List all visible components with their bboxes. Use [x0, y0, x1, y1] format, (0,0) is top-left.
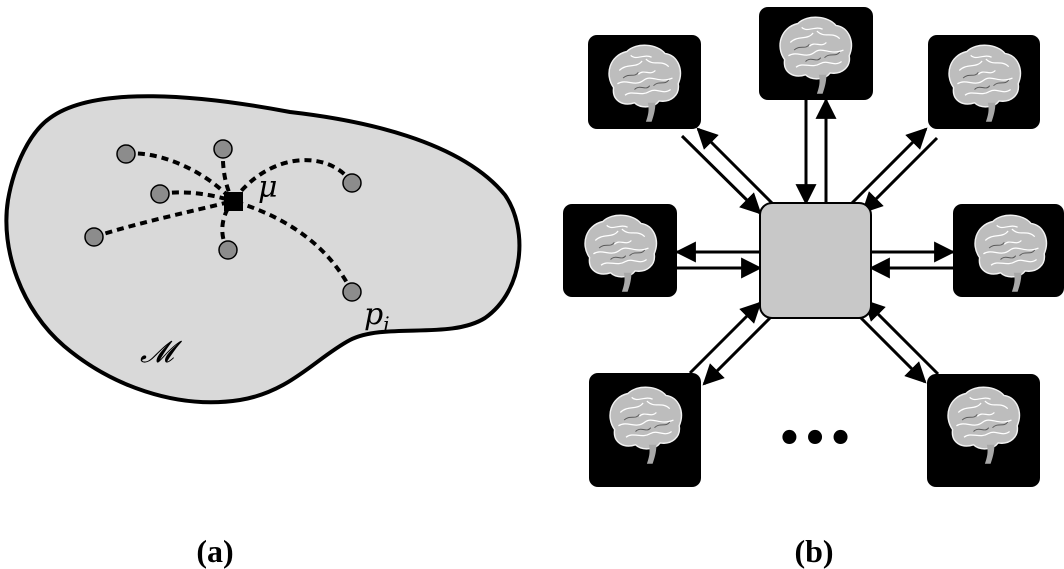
- geodesic-path: [125, 151, 235, 203]
- brain-tile-right: [953, 204, 1064, 297]
- brain-tile-top-left: [588, 35, 701, 129]
- point-label: pi: [364, 297, 390, 336]
- brain-tile-top: [759, 7, 873, 100]
- sample-point: [150, 184, 170, 204]
- brain-tile-left: [563, 204, 677, 297]
- geodesic-path: [93, 199, 234, 239]
- arrows: [674, 97, 956, 386]
- more-samples-ellipsis: •••: [777, 416, 854, 462]
- brain-tile-bottom-right: [927, 374, 1040, 487]
- sample-point: [213, 139, 233, 159]
- geodesic-path: [231, 158, 354, 203]
- brain-tile-top-right: [928, 35, 1040, 129]
- manifold-shape: [4, 94, 522, 405]
- arrow-to-center: [680, 134, 762, 215]
- panel-a: μ pi 𝓜 (a): [4, 94, 522, 569]
- arrow-to-center: [688, 301, 762, 375]
- sample-point: [218, 240, 238, 260]
- arrow-to-center: [861, 136, 939, 214]
- center-template-node: [759, 202, 872, 319]
- arrow-to-center: [863, 299, 940, 376]
- brain-tile-bottom-left: [589, 373, 701, 487]
- sample-point: [84, 227, 104, 247]
- panel-b: ••• (b): [563, 7, 1064, 569]
- geodesic-path: [232, 199, 354, 293]
- arrow-from-center: [702, 314, 774, 386]
- arrow-from-center: [854, 311, 927, 384]
- caption-b: (b): [794, 533, 833, 569]
- arrow-from-center: [696, 127, 775, 206]
- sample-point: [116, 144, 136, 164]
- sample-point: [342, 282, 362, 302]
- mean-label: μ: [258, 170, 278, 205]
- sample-points: [84, 139, 362, 302]
- caption-a: (a): [196, 533, 233, 569]
- sample-point: [342, 173, 362, 193]
- mean-point: [224, 192, 243, 211]
- arrow-from-center: [850, 127, 928, 205]
